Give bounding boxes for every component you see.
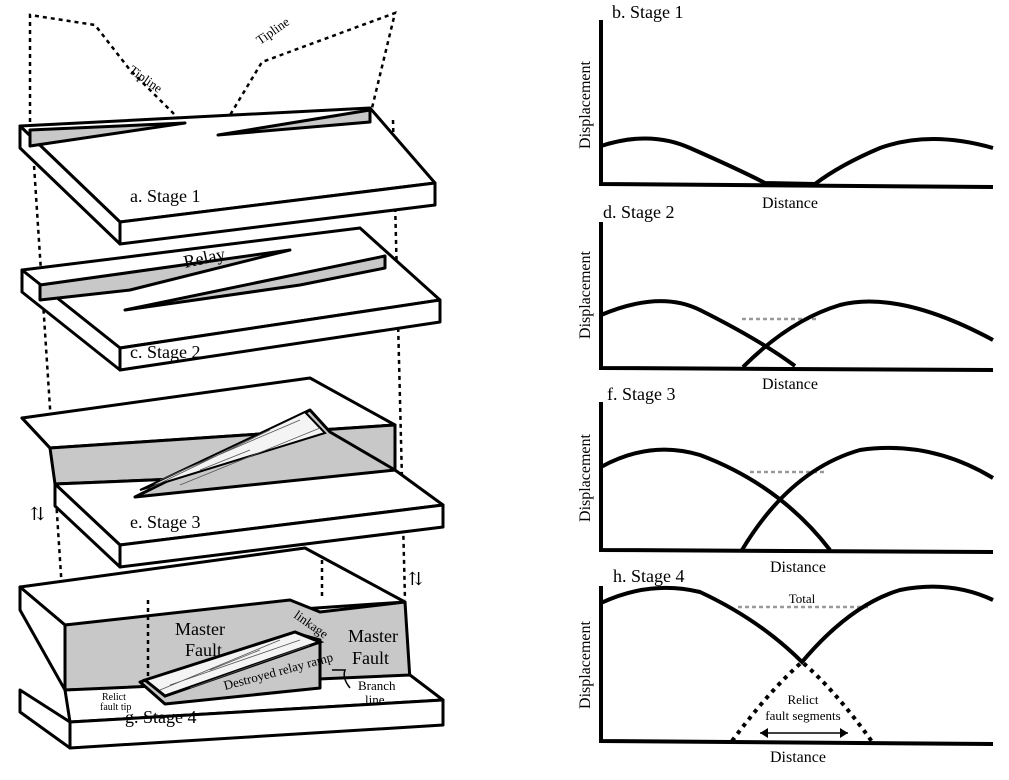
profile-h-total-curve	[600, 584, 994, 665]
master-fault-right-line2: Fault	[352, 648, 389, 668]
profile-d-ylabel: Displacement	[577, 250, 594, 339]
master-fault-left-line1: Master	[175, 619, 225, 639]
profile-b-axes	[599, 20, 994, 189]
profile-f-xlabel: Distance	[770, 559, 826, 576]
tipline-right-curve	[216, 11, 397, 136]
stage4-block: Master Fault Master Fault linkage Destro…	[18, 546, 445, 750]
profile-d-curve-left	[600, 299, 797, 368]
fault-wall-left	[38, 248, 292, 302]
profile-b: b. Stage 1 Distance Displacement	[577, 2, 994, 212]
fault-segment-right	[216, 108, 372, 137]
block-diagrams: Tipline Tipline a. Stage 1 Relay c. Stag…	[18, 11, 445, 750]
stage4-label: g. Stage 4	[125, 707, 197, 727]
profile-d: d. Stage 2 Distance Displacement	[577, 202, 994, 393]
profile-h-relict-label-line2: fault segments	[765, 708, 840, 723]
profile-h-ylabel: Displacement	[577, 620, 594, 709]
profile-h-relict-curves	[730, 659, 875, 745]
master-fault-left-line2: Fault	[185, 640, 222, 660]
stage1-label: a. Stage 1	[130, 186, 200, 206]
fault-segment-left	[28, 121, 187, 148]
branch-line-label-line1: Branch	[358, 678, 396, 693]
tipline-right-label: Tipline	[253, 14, 292, 48]
tipline-left-label: Tipline	[126, 62, 165, 96]
master-fault-right-line1: Master	[348, 626, 398, 646]
branch-line-arrow	[332, 669, 351, 689]
profile-f: f. Stage 3 Distance Displacement	[577, 384, 995, 576]
profile-h-axes	[599, 586, 994, 746]
profile-b-xlabel: Distance	[762, 195, 818, 212]
profile-b-label: b. Stage 1	[612, 2, 684, 22]
projection-line-left	[31, 149, 64, 591]
profile-h-relict-label-line1: Relict	[787, 692, 818, 707]
profile-h-label: h. Stage 4	[613, 566, 685, 586]
profile-f-curve-left	[600, 447, 832, 552]
branch-line-label-line2: line	[365, 692, 385, 707]
tipline-left-curve	[28, 13, 186, 130]
profile-d-xlabel: Distance	[762, 376, 818, 393]
relict-fault-tip-line1: Relict	[102, 692, 126, 703]
slip-arrow-right: ⇅	[408, 569, 423, 589]
stage2-label: c. Stage 2	[130, 342, 200, 362]
profile-h: h. Stage 4 Total Relict fault segments D…	[577, 566, 994, 766]
profile-f-label: f. Stage 3	[607, 384, 675, 404]
profile-d-axes	[599, 222, 994, 372]
stage1-block: a. Stage 1	[18, 106, 437, 246]
profile-d-label: d. Stage 2	[603, 202, 675, 222]
stage2-block: Relay c. Stage 2	[20, 226, 442, 372]
profile-b-ylabel: Displacement	[577, 60, 594, 149]
profile-h-xlabel: Distance	[770, 749, 826, 766]
stage3-label: e. Stage 3	[130, 512, 200, 532]
stage3-block: e. Stage 3 ⇅	[20, 376, 445, 569]
profile-f-axes	[599, 402, 994, 554]
profile-f-curve-right	[740, 446, 995, 552]
profile-f-ylabel: Displacement	[577, 433, 594, 522]
slip-arrow-left: ⇅	[30, 504, 45, 524]
profile-b-curve	[600, 136, 994, 187]
relict-fault-tip-line2: fault tip	[100, 702, 131, 713]
profile-h-total-label: Total	[789, 591, 816, 606]
profile-d-curve-right	[741, 299, 994, 369]
fault-wall-right	[123, 254, 387, 312]
